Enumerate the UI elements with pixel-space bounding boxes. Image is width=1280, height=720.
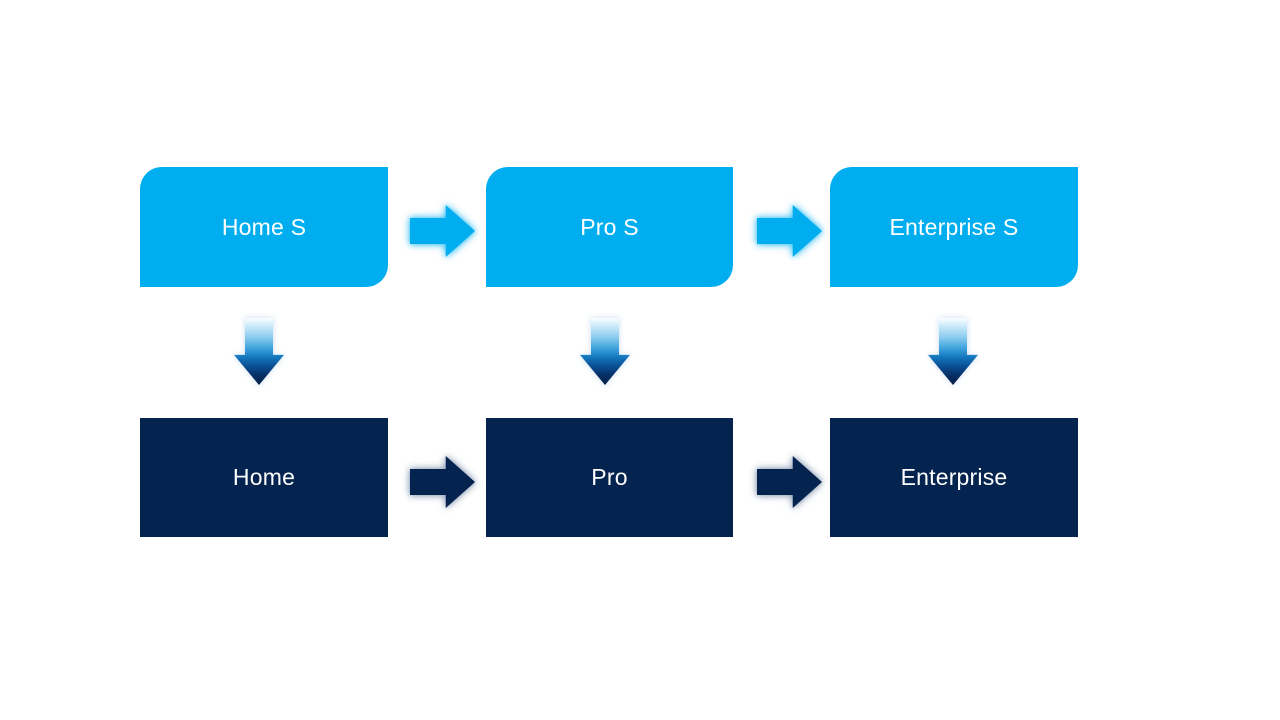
right-arrow-icon [410, 205, 475, 257]
right-arrow-icon [757, 205, 822, 257]
node-label: Pro S [580, 213, 639, 240]
node-home-s: Home S [140, 167, 388, 287]
down-arrow-icon [928, 318, 978, 385]
node-pro-s: Pro S [486, 167, 733, 287]
right-arrow-icon [410, 456, 475, 508]
down-arrow-icon [234, 318, 284, 385]
right-arrow-icon [757, 456, 822, 508]
node-label: Home [232, 464, 296, 490]
node-label: Enterprise S [889, 213, 1019, 240]
node-label: Home S [221, 213, 307, 240]
node-home: Home [140, 418, 388, 537]
node-enterprise-s: Enterprise S [830, 167, 1078, 287]
node-pro: Pro [486, 418, 733, 537]
down-arrow-icon [580, 318, 630, 385]
node-label: Pro [591, 464, 628, 490]
node-enterprise: Enterprise [830, 418, 1078, 537]
node-label: Enterprise [900, 464, 1008, 490]
